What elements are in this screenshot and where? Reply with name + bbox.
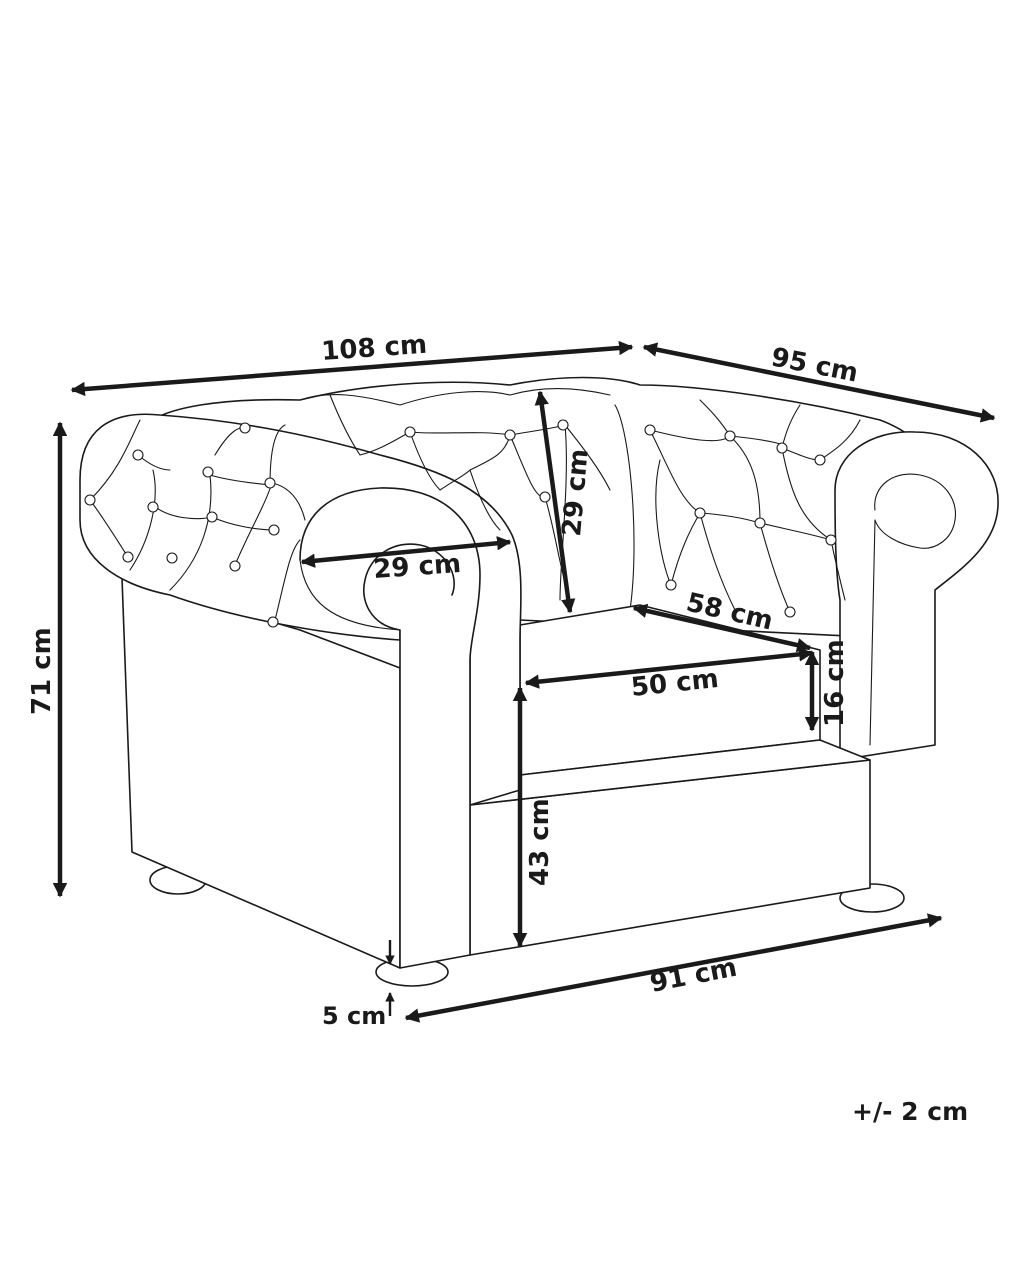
label-cushion-thickness: 16 cm	[820, 639, 850, 727]
dimension-lines	[52, 340, 996, 1023]
backrest-height-arrow	[534, 390, 576, 614]
left-arm-tufting	[89, 419, 306, 621]
backrest-divider	[614, 404, 635, 611]
arm-width-arrow	[300, 536, 512, 568]
label-overall-height: 71 cm	[27, 627, 57, 715]
left-arm-scroll-inner	[299, 559, 401, 631]
label-arm-width: 29 cm	[372, 549, 462, 585]
base-width-arrow	[404, 913, 943, 1023]
label-leg-height: 5 cm	[322, 1002, 386, 1030]
label-tolerance: +/- 2 cm	[852, 1097, 968, 1126]
seat-depth-arrow	[632, 603, 812, 653]
overall-width-arrow	[70, 340, 634, 397]
label-base-width: 91 cm	[648, 953, 740, 999]
armchair-drawing	[79, 376, 999, 987]
overall-depth-arrow	[642, 342, 996, 423]
seat-width-arrow	[524, 647, 814, 689]
right-arm	[834, 431, 999, 761]
label-seat-height: 43 cm	[525, 798, 555, 886]
right-arm-scroll	[869, 473, 956, 746]
label-overall-width: 108 cm	[320, 330, 428, 367]
seat-cushion-edge	[519, 739, 821, 776]
dimension-labels: 108 cm 95 cm 71 cm 29 cm 29 cm 58 cm 50 …	[27, 330, 968, 1126]
